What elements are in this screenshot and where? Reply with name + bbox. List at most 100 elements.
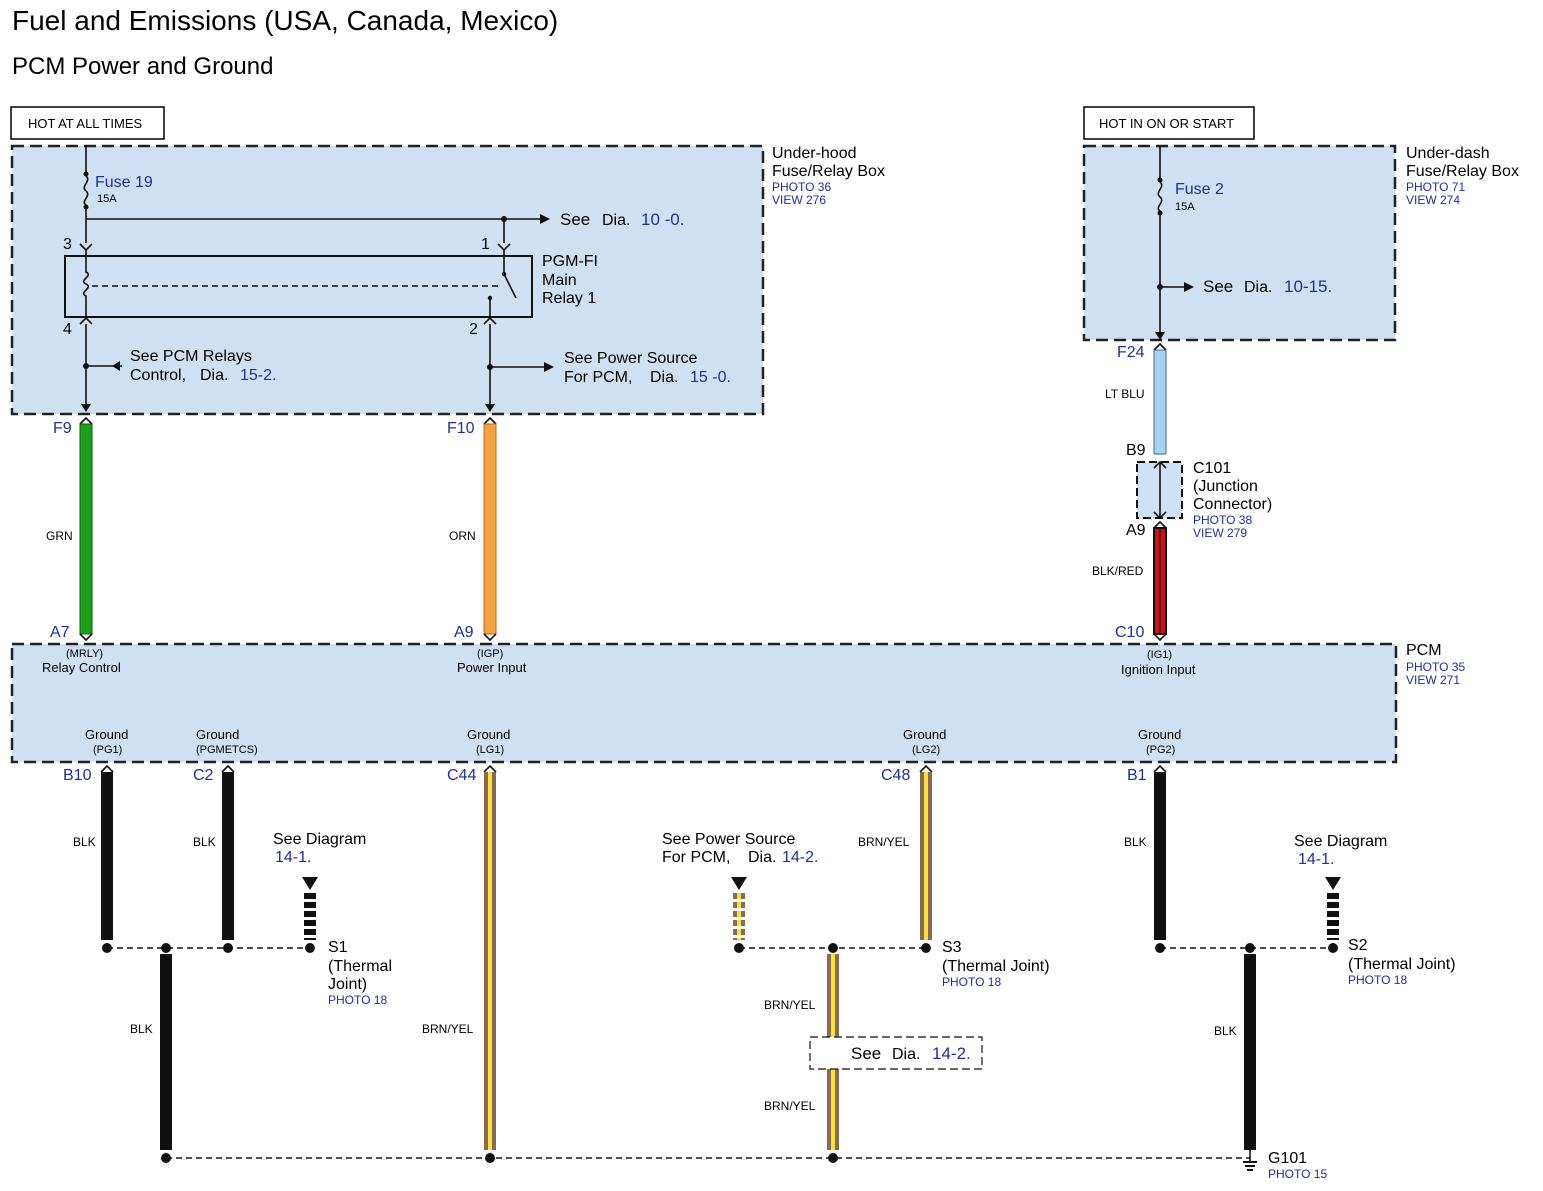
g101-photo: PHOTO 15 — [1268, 1167, 1327, 1181]
pcm-ground-lg1: Ground — [467, 727, 510, 742]
wire-blk-c2 — [222, 772, 234, 940]
hot-in-on-or-start-label: HOT IN ON OR START — [1099, 116, 1234, 131]
pcm-relays-ctrl-line2: Control, — [130, 367, 186, 384]
s1-desc1: (Thermal — [328, 958, 392, 975]
underhood-view: VIEW 276 — [772, 193, 826, 207]
power-src-line1: See Power Source — [564, 350, 698, 367]
relay-pin-4: 4 — [63, 321, 72, 338]
s1-down-arrow-icon — [302, 877, 318, 890]
s2-see-diagram: See Diagram — [1294, 833, 1387, 850]
conn-a9-pcm: A9 — [454, 624, 474, 641]
wire-blk-b10 — [101, 772, 113, 940]
wire-brn-yel-c48 — [920, 772, 932, 940]
underdash-name-line1: Under-dash — [1406, 145, 1490, 162]
hot-in-on-or-start-box — [1083, 106, 1255, 140]
relay-name-line3: Relay 1 — [542, 290, 596, 307]
wire-label-blk-c2: BLK — [193, 835, 216, 849]
s3-desc: (Thermal Joint) — [942, 958, 1050, 975]
pcm-box — [10, 642, 1398, 764]
see-dia-14-2-see: See — [851, 1044, 881, 1063]
conn-c2: C2 — [193, 767, 214, 784]
relay-pin-2: 2 — [469, 321, 478, 338]
wire-label-brn-yel-s3-lower: BRN/YEL — [764, 1099, 816, 1113]
s2-name: S2 — [1348, 937, 1368, 954]
pcm-igp: (IGP) — [477, 648, 503, 660]
fuse-2-name: Fuse 2 — [1175, 181, 1224, 198]
pcm-lg1: (LG1) — [476, 744, 504, 756]
wire-label-blk-red: BLK/RED — [1092, 564, 1144, 578]
conn-b9: B9 — [1126, 442, 1146, 459]
pcm-lg2: (LG2) — [912, 744, 940, 756]
s1-ref: 14-1. — [275, 849, 311, 866]
ground-icon — [1243, 1150, 1257, 1171]
g101-name: G101 — [1268, 1150, 1307, 1167]
relay-pin-1: 1 — [481, 236, 490, 253]
page-subtitle: PCM Power and Ground — [12, 53, 273, 80]
fuse-19-symbol — [83, 171, 89, 210]
s3-feed-down-arrow-icon — [731, 877, 747, 890]
power-src-ref: 15 -0. — [690, 369, 731, 386]
pcm-relay-control: Relay Control — [42, 660, 121, 675]
pcm-photo: PHOTO 35 — [1406, 660, 1465, 674]
fuse-19-name: Fuse 19 — [95, 174, 153, 191]
pcm-ground-pg2: Ground — [1138, 727, 1181, 742]
wire-blk-s1-ground — [160, 954, 172, 1150]
conn-b10: B10 — [63, 767, 92, 784]
pcm-relays-ctrl-dia: Dia. — [200, 367, 228, 384]
see-dia-14-2-ref: 14-2. — [932, 1044, 971, 1063]
see-dia-14-2-box — [809, 1036, 983, 1070]
mid-power-src-line1: See Power Source — [662, 831, 796, 848]
s2-ref: 14-1. — [1298, 851, 1334, 868]
wire-label-orn: ORN — [449, 529, 476, 543]
pcm-name: PCM — [1406, 642, 1442, 659]
see-dia-10-15-see: See — [1203, 277, 1233, 296]
pcm-ig1: (IG1) — [1147, 649, 1172, 661]
s2-down-arrow-icon — [1325, 877, 1341, 890]
pcm-view: VIEW 271 — [1406, 673, 1460, 687]
pcm-power-input: Power Input — [457, 660, 527, 675]
underhood-fuse-relay-box — [10, 144, 765, 416]
see-dia-10-15-ref: 10-15. — [1284, 277, 1332, 296]
power-src-line2: For PCM, — [564, 369, 632, 386]
pcm-relays-ctrl-ref: 15-2. — [240, 367, 276, 384]
conn-c44: C44 — [447, 767, 476, 784]
pgm-fi-main-relay-1 — [64, 255, 533, 318]
wire-grn — [79, 423, 93, 635]
c101-name: C101 — [1193, 460, 1231, 477]
underhood-name-line2: Fuse/Relay Box — [772, 163, 885, 180]
mid-power-src-line2: For PCM, — [662, 849, 730, 866]
underhood-name-line1: Under-hood — [772, 145, 857, 162]
wire-label-brn-yel-c48: BRN/YEL — [858, 835, 910, 849]
fuse-19-rating: 15A — [97, 193, 117, 205]
s1-name: S1 — [328, 939, 348, 956]
fuse-2-rating: 15A — [1175, 201, 1195, 213]
conn-a7: A7 — [50, 624, 70, 641]
wire-brn-yel-s3-ground-through — [827, 1037, 839, 1069]
pcm-ground-lg2: Ground — [903, 727, 946, 742]
pcm-relays-ctrl-line1: See PCM Relays — [130, 348, 252, 365]
see-dia-10-0-ref: 10 -0. — [641, 210, 684, 229]
relay-name-line2: Main — [542, 272, 577, 289]
pcm-ground-pg1: Ground — [85, 727, 128, 742]
wire-orn — [483, 423, 497, 635]
wire-label-blk-b10: BLK — [73, 835, 96, 849]
wire-brn-yel-c44 — [484, 772, 496, 1150]
conn-f9: F9 — [53, 420, 72, 437]
pcm-mrly: (MRLY) — [66, 648, 103, 660]
wire-label-blk-g101: BLK — [1214, 1024, 1237, 1038]
wire-label-blk-b1: BLK — [1124, 835, 1147, 849]
wire-label-lt-blu: LT BLU — [1105, 387, 1145, 401]
underdash-name-line2: Fuse/Relay Box — [1406, 163, 1519, 180]
conn-b1: B1 — [1127, 767, 1147, 784]
wire-label-brn-yel-c44: BRN/YEL — [422, 1022, 474, 1036]
conn-f10: F10 — [447, 420, 475, 437]
wire-lt-blu — [1153, 349, 1167, 455]
underdash-photo: PHOTO 71 — [1406, 180, 1465, 194]
pcm-pg1: (PG1) — [93, 744, 122, 756]
see-dia-10-0-see: See — [560, 210, 590, 229]
underdash-fuse-relay-box — [1082, 144, 1397, 342]
conn-c10: C10 — [1115, 624, 1144, 641]
mid-power-src-dia: Dia. — [748, 849, 776, 866]
pcm-pgmetcs: (PGMETCS) — [196, 744, 258, 756]
